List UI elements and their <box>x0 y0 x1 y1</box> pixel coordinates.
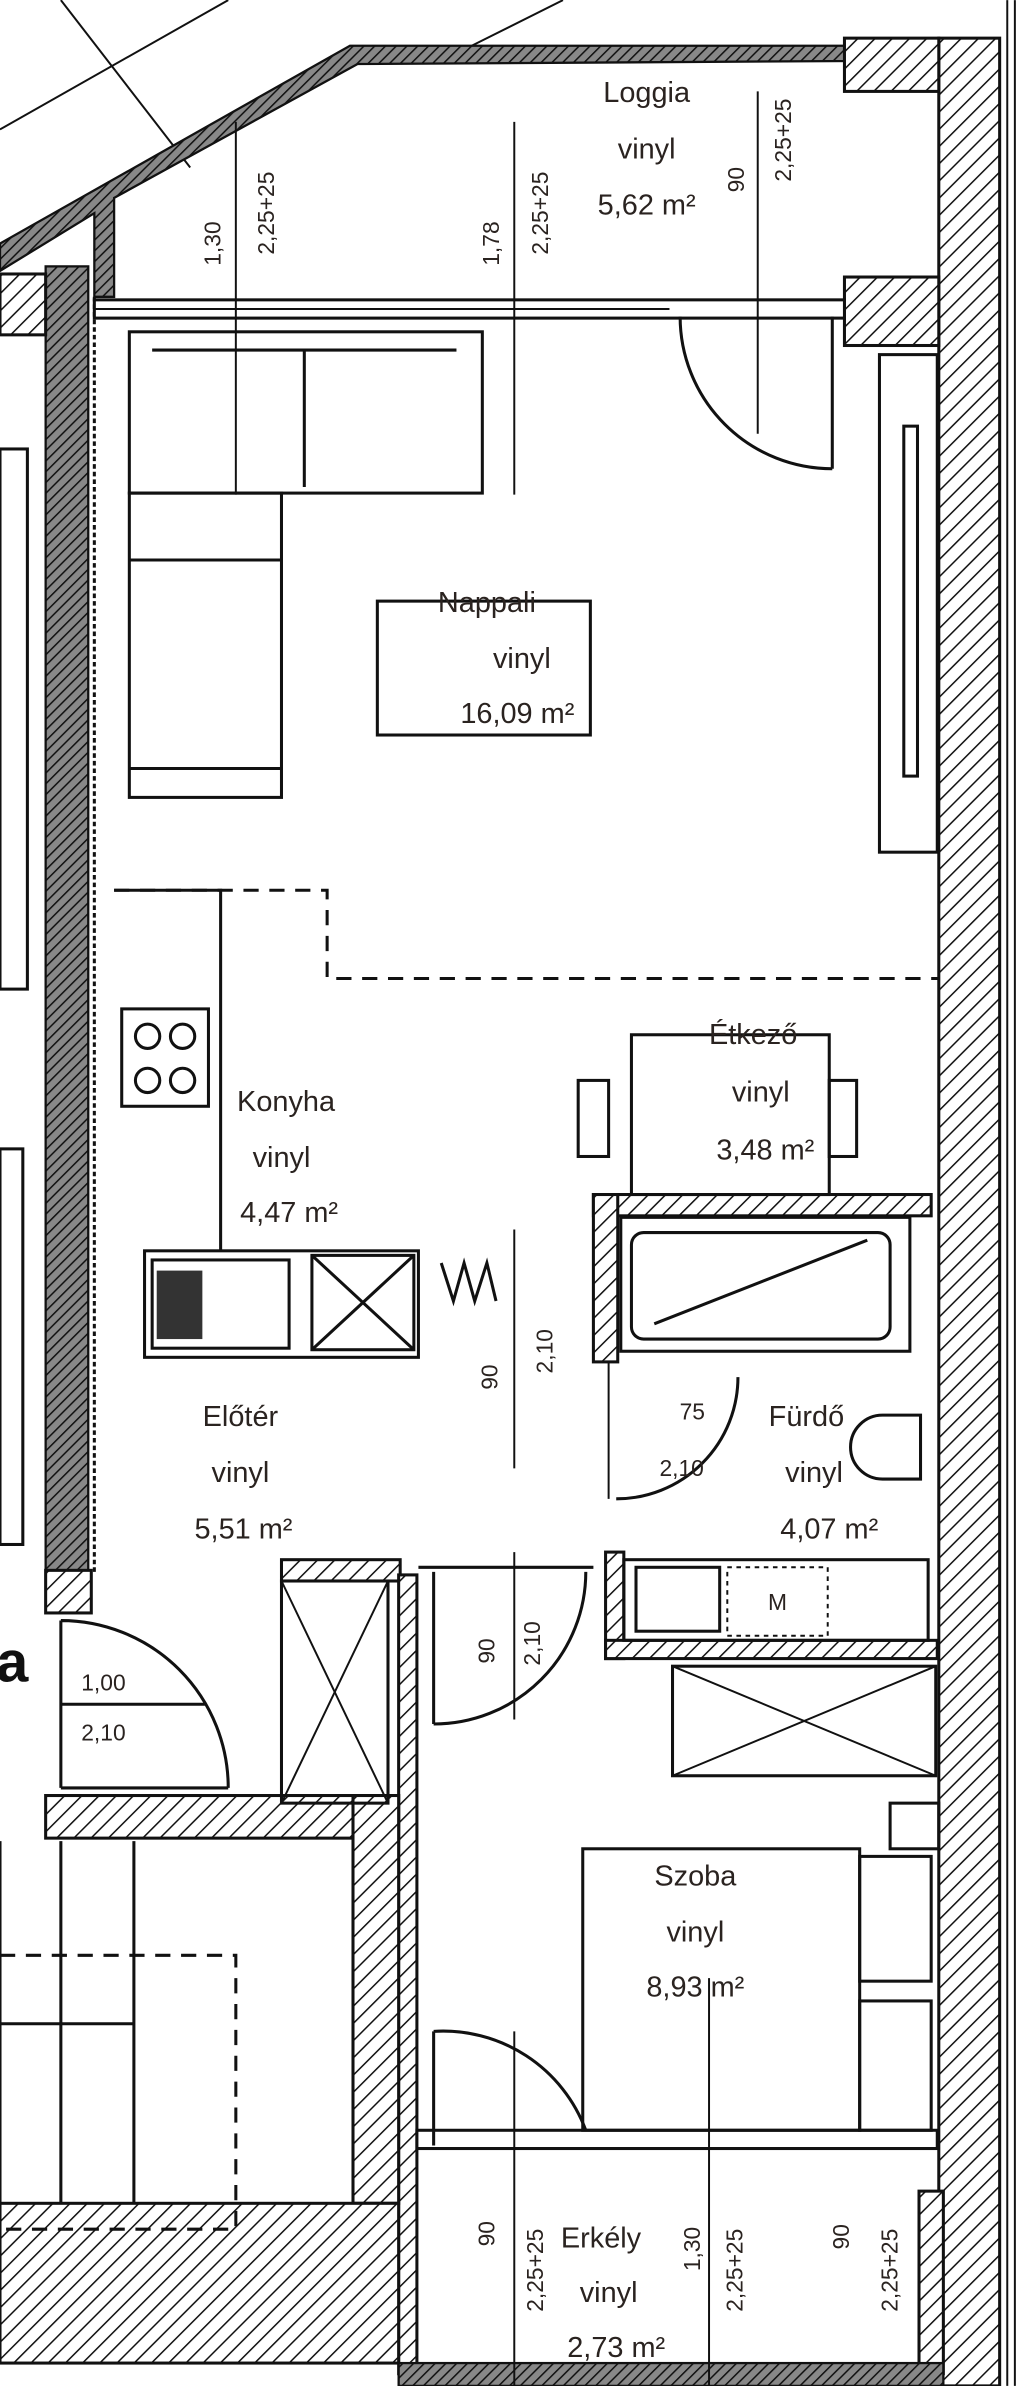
room-material: vinyl <box>580 2277 638 2309</box>
bathroom-fixtures: M <box>622 1413 930 1642</box>
corridor-wall <box>397 1573 419 2376</box>
dim-label: 1,30 <box>679 2227 705 2271</box>
kitchen-counter <box>114 888 498 1359</box>
dim-label: 75 <box>680 1399 705 1425</box>
stove <box>120 1007 210 1108</box>
room-name: Erkély <box>561 2222 642 2254</box>
dimension-labels: 1,30 2,25+25 1,78 2,25+25 90 2,25+25 90 … <box>81 99 902 2312</box>
loggia-parapet-wall <box>0 44 854 298</box>
dim-label: 2,25+25 <box>722 2229 748 2312</box>
room-name: Konyha <box>237 1086 336 1118</box>
room-material: vinyl <box>212 1457 270 1489</box>
room-material: vinyl <box>493 643 551 675</box>
walls <box>0 36 1002 2386</box>
room-area: 4,47 m² <box>240 1197 338 1229</box>
room-area: 3,48 m² <box>716 1135 814 1167</box>
room-area: 2,73 m² <box>567 2332 665 2364</box>
room-szoba: Szoba vinyl 8,93 m² <box>646 1860 744 2003</box>
room-name: Előtér <box>203 1401 279 1433</box>
room-erkely: Erkély vinyl 2,73 m² <box>561 2222 666 2364</box>
room-furdo: Fürdő vinyl 4,07 m² <box>769 1401 879 1546</box>
sofa <box>127 330 484 799</box>
dimension-lines <box>234 91 759 2386</box>
room-eloter: Előtér vinyl 5,51 m² <box>194 1401 292 1546</box>
toilet <box>849 1413 923 1481</box>
dim-label: 90 <box>474 2221 500 2246</box>
hall-closet <box>279 1579 390 1805</box>
sink <box>150 1258 291 1350</box>
wardrobe <box>877 353 939 854</box>
room-area: 4,07 m² <box>780 1513 878 1545</box>
room-name: Loggia <box>603 77 691 109</box>
washing-machine-label: M <box>768 1589 787 1615</box>
left-wall <box>44 265 90 1577</box>
room-area: 16,09 m² <box>460 698 574 730</box>
doors <box>59 316 834 2146</box>
dim-label: 2,25+25 <box>527 172 553 255</box>
dining-table <box>576 1033 859 1197</box>
dim-label: 2,10 <box>519 1621 545 1665</box>
room-name: Étkező <box>709 1018 797 1051</box>
dining-zone-outline <box>114 888 939 980</box>
right-outer-wall <box>937 36 1002 2386</box>
room-name: Szoba <box>654 1860 737 1892</box>
dim-label: 2,10 <box>659 1455 703 1481</box>
dim-label: 2,25+25 <box>877 2229 903 2312</box>
dim-label: 90 <box>474 1638 500 1663</box>
bathroom-door <box>616 1377 740 1501</box>
dim-label: 2,10 <box>531 1329 557 1373</box>
bedroom-closet <box>671 1664 941 1851</box>
bathtub <box>619 1215 912 1353</box>
balcony-window <box>415 2128 939 2151</box>
dim-label: 1,00 <box>81 1670 125 1696</box>
room-material: vinyl <box>666 1917 724 1949</box>
dim-label: 90 <box>828 2224 854 2249</box>
dim-label: 90 <box>477 1364 503 1389</box>
neighbor-unit: a <box>0 447 238 2231</box>
room-material: vinyl <box>618 133 676 165</box>
dim-label: 90 <box>723 167 749 192</box>
room-material: vinyl <box>732 1077 790 1109</box>
room-material: vinyl <box>253 1142 311 1174</box>
bed <box>581 1847 933 2132</box>
dim-label: 2,25+25 <box>253 172 279 255</box>
bedroom-door <box>418 1565 594 1726</box>
room-material: vinyl <box>785 1457 843 1489</box>
dim-label: 1,30 <box>200 221 226 265</box>
dim-label: 2,25+25 <box>522 2229 548 2312</box>
dim-label: 2,25+25 <box>770 99 796 182</box>
dim-label: 2,10 <box>81 1720 125 1746</box>
room-area: 8,93 m² <box>646 1971 744 2003</box>
room-area: 5,51 m² <box>194 1513 292 1545</box>
room-name: Fürdő <box>769 1401 844 1433</box>
room-loggia: Loggia vinyl 5,62 m² <box>598 77 696 222</box>
room-konyha: Konyha vinyl 4,47 m² <box>237 1086 338 1229</box>
dim-label: 1,78 <box>478 221 504 265</box>
room-name: Nappali <box>438 587 536 619</box>
room-etkezo: Étkező vinyl 3,48 m² <box>709 1018 815 1167</box>
room-area: 5,62 m² <box>598 190 696 222</box>
room-nappali: Nappali vinyl 16,09 m² <box>438 587 575 730</box>
entry-door <box>59 1619 230 1790</box>
coffee-table <box>375 599 592 737</box>
loggia-door <box>678 316 834 471</box>
washbasin <box>634 1565 722 1633</box>
balcony-door <box>432 2029 588 2146</box>
neighbor-label: a <box>0 1630 29 1694</box>
